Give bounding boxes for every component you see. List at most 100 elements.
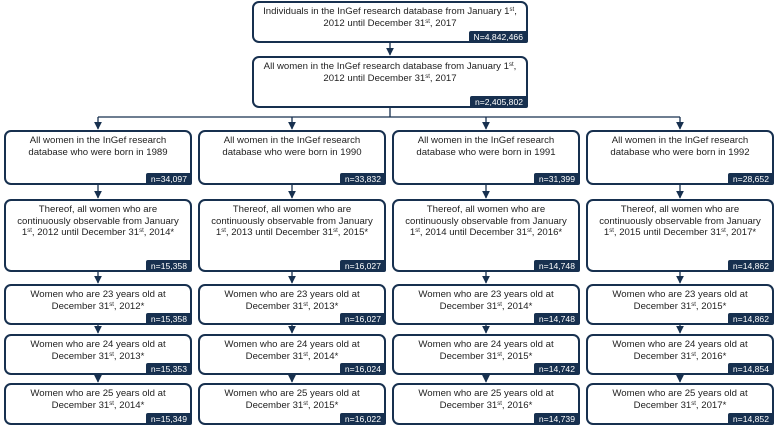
box-text-mid: , 2012 until December 31 — [31, 227, 140, 239]
birth-year-box: All women in the InGef research database… — [586, 130, 774, 185]
box-text-pre: All women in the InGef research database… — [610, 135, 750, 158]
box-text-mid: , 2014* — [307, 350, 339, 362]
age-23-box: Women who are 23 years old at December 3… — [586, 284, 774, 325]
age-24-box: Women who are 24 years old at December 3… — [4, 334, 192, 375]
box-text-sup2: st — [139, 228, 144, 235]
box-text-sup1: st — [497, 400, 502, 407]
box-text-pre: Women who are 24 years old at December 3… — [418, 339, 554, 362]
box-text-pre: Women who are 25 years old at December 3… — [418, 388, 554, 411]
box-text-sup1: st — [109, 301, 114, 308]
box-text-sup1: st — [221, 228, 226, 235]
box-text-sup1: st — [509, 7, 515, 13]
observable-box: Thereof, all women who are continuously … — [392, 199, 580, 272]
age-23-box: Women who are 23 years old at December 3… — [4, 284, 192, 325]
box-text-mid: , 2015* — [307, 399, 339, 411]
count-badge: n=15,358 — [145, 260, 192, 272]
box-text-pre: Women who are 23 years old at December 3… — [30, 289, 166, 312]
box-text-pre: Women who are 23 years old at December 3… — [224, 289, 360, 312]
count-badge: n=28,652 — [727, 173, 774, 185]
box-text-sup1: st — [303, 351, 308, 358]
count-badge: n=15,358 — [145, 313, 192, 325]
age-24-box: Women who are 24 years old at December 3… — [586, 334, 774, 375]
box-text-pre: Individuals in the InGef research databa… — [263, 6, 510, 17]
box-text-sup2: st — [425, 18, 430, 25]
box-text-sup1: st — [109, 400, 114, 407]
box-text-sup1: st — [609, 228, 614, 235]
box-text-mid: , 2013* — [307, 300, 339, 312]
age-23-box: Women who are 23 years old at December 3… — [392, 284, 580, 325]
box-text: Women who are 25 years old at December 3… — [200, 385, 384, 411]
count-badge: n=31,399 — [533, 173, 580, 185]
count-badge: n=16,027 — [339, 313, 386, 325]
box-text-pre: All women in the InGef research database… — [28, 135, 168, 158]
box-text-mid: , 2014* — [501, 300, 533, 312]
box-text-mid: , 2012 until December 31 — [323, 6, 517, 29]
box-text: All women in the InGef research database… — [254, 58, 526, 84]
box-text-sup1: st — [303, 301, 308, 308]
box-text-sup2: st — [425, 73, 430, 80]
count-badge: n=2,405,802 — [469, 96, 528, 108]
observable-box: Thereof, all women who are continuously … — [198, 199, 386, 272]
box-text: Individuals in the InGef research databa… — [254, 3, 526, 29]
box-text-post: , 2017* — [725, 227, 757, 239]
box-text-pre: Thereof, all women who are continuously … — [17, 204, 179, 239]
box-text-pre: All women in the InGef research database… — [263, 61, 509, 72]
box-text-pre: Women who are 24 years old at December 3… — [224, 339, 360, 362]
age-25-box: Women who are 25 years old at December 3… — [586, 383, 774, 425]
birth-year-box: All women in the InGef research database… — [392, 130, 580, 185]
box-text-sup1: st — [109, 351, 114, 358]
box-text-mid: , 2013 until December 31 — [225, 227, 334, 239]
age-24-box: Women who are 24 years old at December 3… — [198, 334, 386, 375]
all-individuals-box: Individuals in the InGef research databa… — [252, 1, 528, 43]
box-text: All women in the InGef research database… — [200, 132, 384, 158]
box-text: Women who are 25 years old at December 3… — [6, 385, 190, 411]
box-text-pre: Women who are 24 years old at December 3… — [30, 339, 166, 362]
box-text-post: , 2015* — [337, 227, 369, 239]
box-text: All women in the InGef research database… — [588, 132, 772, 158]
box-text: Thereof, all women who are continuously … — [394, 201, 578, 239]
box-text-post: , 2014* — [143, 227, 175, 239]
box-text: Thereof, all women who are continuously … — [6, 201, 190, 239]
box-text-pre: Women who are 25 years old at December 3… — [612, 388, 748, 411]
box-text-pre: Women who are 23 years old at December 3… — [418, 289, 554, 312]
box-text: Women who are 24 years old at December 3… — [394, 336, 578, 362]
count-badge: n=34,097 — [145, 173, 192, 185]
age-25-box: Women who are 25 years old at December 3… — [198, 383, 386, 425]
count-badge: n=14,862 — [727, 260, 774, 272]
box-text: Women who are 25 years old at December 3… — [394, 385, 578, 411]
box-text: Women who are 24 years old at December 3… — [6, 336, 190, 362]
count-badge: n=14,862 — [727, 313, 774, 325]
box-text: Women who are 24 years old at December 3… — [200, 336, 384, 362]
box-text-pre: Thereof, all women who are continuously … — [405, 204, 567, 239]
count-badge: n=14,748 — [533, 260, 580, 272]
box-text-sup2: st — [527, 228, 532, 235]
birth-year-box: All women in the InGef research database… — [4, 130, 192, 185]
box-text: Women who are 23 years old at December 3… — [6, 286, 190, 312]
box-text-sup1: st — [508, 62, 514, 68]
box-text: All women in the InGef research database… — [394, 132, 578, 158]
box-text-pre: Women who are 23 years old at December 3… — [612, 289, 748, 312]
box-text-mid: , 2015* — [695, 300, 727, 312]
count-badge: n=14,742 — [533, 363, 580, 375]
count-badge: n=14,739 — [533, 413, 580, 425]
box-text-mid: , 2013* — [113, 350, 145, 362]
age-24-box: Women who are 24 years old at December 3… — [392, 334, 580, 375]
box-text: Women who are 23 years old at December 3… — [200, 286, 384, 312]
box-text-sup1: st — [497, 301, 502, 308]
box-text-sup1: st — [691, 301, 696, 308]
box-text-mid: , 2015* — [501, 350, 533, 362]
box-text: Thereof, all women who are continuously … — [200, 201, 384, 239]
box-text-mid: , 2015 until December 31 — [613, 227, 722, 239]
box-text-pre: Women who are 25 years old at December 3… — [30, 388, 166, 411]
box-text-pre: Thereof, all women who are continuously … — [211, 204, 373, 239]
count-badge: n=15,353 — [145, 363, 192, 375]
box-text-sup1: st — [27, 228, 32, 235]
box-text-mid: , 2014* — [113, 399, 145, 411]
count-badge: n=15,349 — [145, 413, 192, 425]
observable-box: Thereof, all women who are continuously … — [586, 199, 774, 272]
observable-box: Thereof, all women who are continuously … — [4, 199, 192, 272]
box-text-sup1: st — [415, 228, 420, 235]
box-text-mid: , 2017* — [695, 399, 727, 411]
count-badge: n=16,022 — [339, 413, 386, 425]
